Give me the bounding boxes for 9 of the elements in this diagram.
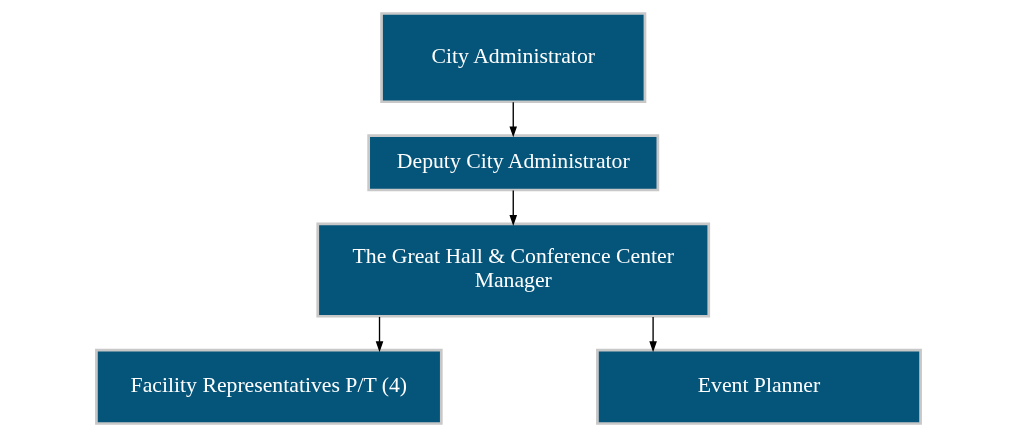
arrow bbox=[648, 316, 657, 353]
node-box: The Great Hall & Conference Center Manager bbox=[315, 222, 710, 318]
node-box: Deputy City Administrator bbox=[366, 134, 659, 192]
arrow bbox=[375, 316, 383, 353]
arrow bbox=[508, 101, 517, 138]
node-box: City Administrator bbox=[379, 12, 646, 104]
node-box: Facility Representatives P/T (4) bbox=[94, 348, 443, 425]
node-box: Event Planner bbox=[595, 348, 922, 425]
arrow bbox=[508, 189, 517, 226]
